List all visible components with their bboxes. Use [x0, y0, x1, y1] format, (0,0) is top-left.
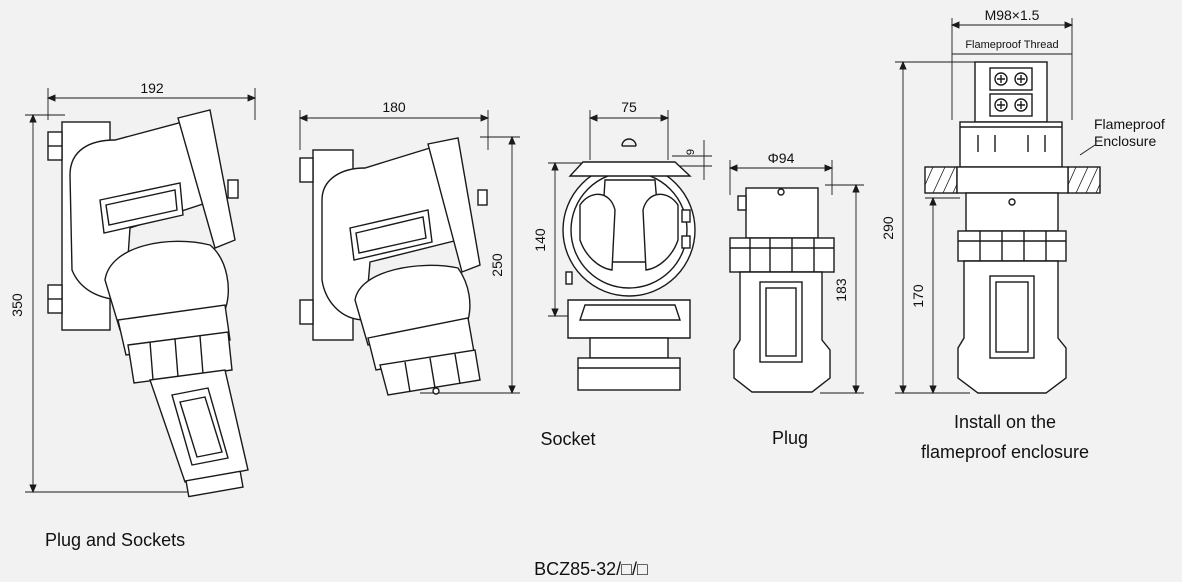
enclosure-wall-left	[924, 166, 958, 194]
dim-phi94	[728, 160, 834, 195]
caption-install-line2: flameproof enclosure	[921, 442, 1089, 462]
dim-290-label: 290	[880, 216, 896, 240]
caption-socket: Socket	[540, 429, 595, 449]
dim-170	[925, 196, 960, 395]
dim-170-label: 170	[910, 284, 926, 308]
plug-view: Φ94 183	[728, 150, 864, 395]
enclosure-note-line2: Enclosure	[1094, 133, 1156, 149]
angled-socket-view: 180 250	[298, 99, 520, 396]
dim-75	[588, 110, 670, 160]
dim-75-label: 75	[621, 99, 637, 115]
dim-9-label: 9	[685, 149, 697, 155]
plug-and-sockets-view: 192 350	[9, 80, 257, 498]
plug-top	[745, 187, 819, 239]
dim-phi94-label: Φ94	[768, 150, 795, 166]
caption-plug-and-sockets: Plug and Sockets	[45, 530, 185, 550]
caption-plug: Plug	[772, 428, 808, 448]
dim-192-label: 192	[140, 80, 164, 96]
dim-250-label: 250	[489, 253, 505, 277]
dim-m98	[950, 18, 1074, 120]
thread-size-label: M98×1.5	[985, 7, 1040, 23]
dim-180-label: 180	[382, 99, 406, 115]
dim-140	[548, 161, 585, 318]
dim-180	[298, 110, 490, 150]
dim-192	[46, 88, 257, 120]
dim-350	[25, 113, 190, 494]
install-view: M98×1.5 Flameproof Thread 290 170	[880, 7, 1165, 395]
dim-183-label: 183	[833, 278, 849, 302]
enclosure-wall-right	[1067, 166, 1101, 194]
dim-350-label: 350	[9, 293, 25, 317]
nameplate	[99, 182, 184, 234]
model-number: BCZ85-32/□/□	[534, 559, 648, 577]
thread-note: Flameproof Thread	[965, 39, 1058, 51]
dim-140-label: 140	[532, 228, 548, 252]
dim-183	[820, 183, 864, 395]
enclosure-note-line1: Flameproof	[1094, 116, 1165, 132]
socket-front-view: 75 140 9	[532, 99, 712, 391]
caption-install-line1: Install on the	[954, 412, 1056, 432]
dim-290	[895, 60, 975, 395]
